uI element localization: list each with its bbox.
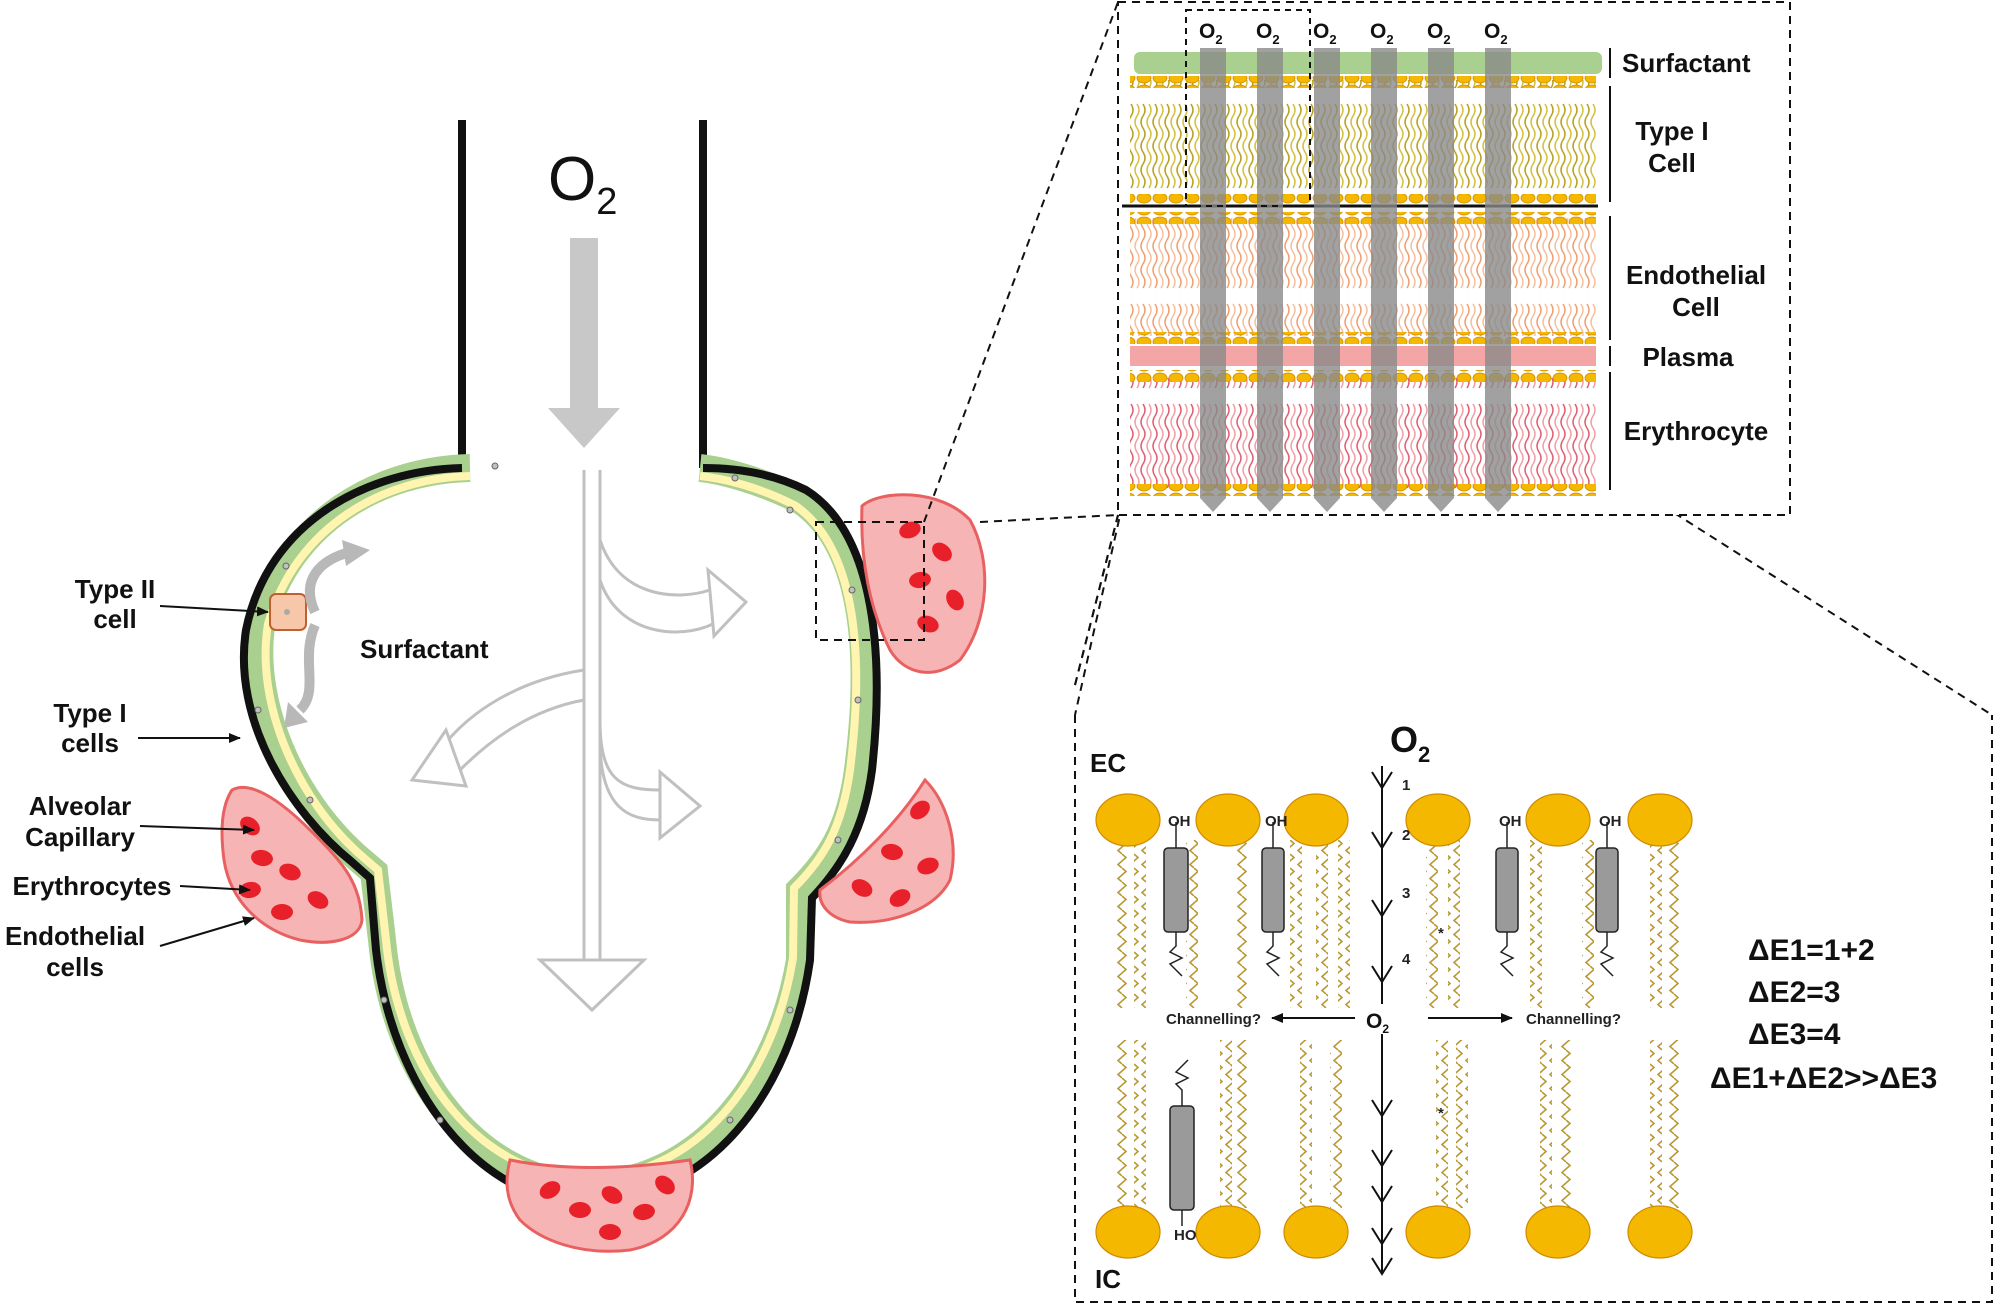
layer-label-plasma: Plasma bbox=[1642, 342, 1734, 372]
layer-endothelial-tails bbox=[1130, 218, 1596, 336]
diffusion-arrows bbox=[438, 470, 721, 960]
layer-erythrocyte-tails bbox=[1130, 378, 1596, 488]
o2-label-2: O2 bbox=[1256, 20, 1280, 47]
equation-1: ΔE1=1+2 bbox=[1748, 934, 1875, 967]
cell-nuclei bbox=[254, 462, 862, 1180]
channelling-label-right: Channelling? bbox=[1526, 1011, 1621, 1028]
label-type1-line1: Type I bbox=[53, 698, 126, 728]
pointer-erythrocytes bbox=[179, 884, 251, 895]
ec-label: EC bbox=[1090, 748, 1126, 778]
layer-label-type1-line2: Cell bbox=[1648, 148, 1696, 178]
label-endothelial-line2: cells bbox=[46, 952, 104, 982]
zoom-region-box bbox=[815, 521, 925, 641]
membrane-layers-panel: O2 O2 O2 O2 O2 O2 Surfactant Type I Cell… bbox=[1117, 1, 1791, 516]
layer-label-erythrocyte: Erythrocyte bbox=[1624, 416, 1769, 446]
label-capillary-line1: Alveolar bbox=[29, 791, 132, 821]
ic-label: IC bbox=[1095, 1264, 1121, 1294]
lipid-tails-lower bbox=[1116, 1040, 1680, 1208]
airway-o2-label: O2 bbox=[548, 145, 617, 223]
step-3: 3 bbox=[1402, 885, 1410, 902]
inner-zoom-box bbox=[1185, 9, 1311, 207]
type2-cell-nucleus bbox=[284, 609, 290, 615]
o2-path-chevrons bbox=[1371, 771, 1393, 1276]
label-capillary-line2: Capillary bbox=[25, 822, 135, 852]
detail-panel-frame bbox=[1074, 715, 1993, 1303]
svg-text:OH: OH bbox=[1265, 813, 1288, 830]
o2-label-1: O2 bbox=[1199, 20, 1223, 47]
capillary-bottom bbox=[505, 1158, 694, 1253]
step-2: 2 bbox=[1402, 827, 1410, 844]
capillary-left bbox=[220, 785, 364, 944]
layer-label-type1-line1: Type I bbox=[1635, 116, 1708, 146]
svg-text:HO: HO bbox=[1174, 1227, 1197, 1244]
o2-label-6: O2 bbox=[1484, 20, 1508, 47]
o2-label-5: O2 bbox=[1427, 20, 1451, 47]
equation-2: ΔE2=3 bbox=[1748, 976, 1840, 1009]
alveolus: O2 bbox=[5, 120, 987, 1253]
svg-text:OH: OH bbox=[1168, 813, 1191, 830]
equation-4: ΔE1+ΔE2>>ΔE3 bbox=[1710, 1062, 1937, 1095]
pointer-capillary bbox=[139, 824, 255, 835]
left-arrow-head bbox=[409, 726, 469, 788]
label-erythrocytes: Erythrocytes bbox=[13, 871, 172, 901]
step-1: 1 bbox=[1402, 777, 1410, 794]
label-type2-line2: cell bbox=[93, 604, 136, 634]
down-arrow-head bbox=[536, 958, 648, 1013]
lipid-heads-top bbox=[1095, 793, 1693, 847]
layer-type1-tails bbox=[1130, 80, 1596, 200]
label-type1-line2: cells bbox=[61, 728, 119, 758]
swirl-arrowhead-down bbox=[284, 702, 308, 728]
label-endothelial-line1: Endothelial bbox=[5, 921, 145, 951]
o2-arrow-shaft bbox=[570, 238, 598, 408]
membrane-detail-panel: EC IC bbox=[1074, 715, 1993, 1303]
channelling-label-left: Channelling? bbox=[1166, 1011, 1261, 1028]
step-4: 4 bbox=[1402, 951, 1411, 968]
surfactant-swirl-arrows bbox=[296, 547, 352, 714]
svg-text:OH: OH bbox=[1499, 813, 1522, 830]
layer-label-surfactant: Surfactant bbox=[1622, 48, 1751, 78]
o2-diffusion-channels bbox=[1200, 48, 1511, 512]
label-surfactant: Surfactant bbox=[360, 634, 489, 664]
cholesterol-molecules: OH OH OH OH bbox=[1163, 813, 1622, 1244]
o2-arrow-head bbox=[548, 408, 620, 448]
pointer-type2 bbox=[159, 605, 269, 617]
layer-label-endo-line1: Endothelial bbox=[1626, 260, 1766, 290]
right-arrow-head-upper bbox=[706, 566, 749, 640]
detail-o2-middle: O2 bbox=[1366, 1010, 1389, 1036]
detail-o2-top: O2 bbox=[1390, 719, 1430, 767]
capillary-lower-right bbox=[818, 777, 955, 924]
layer-plasma-bar bbox=[1130, 346, 1596, 366]
o2-label-3: O2 bbox=[1313, 20, 1337, 47]
lipid-heads-bottom bbox=[1095, 1205, 1693, 1259]
label-type2-line1: Type II bbox=[75, 574, 155, 604]
lipid-tails-upper bbox=[1116, 840, 1680, 1008]
equation-3: ΔE3=4 bbox=[1748, 1018, 1841, 1051]
asterisk-lower: * bbox=[1438, 1105, 1444, 1122]
swirl-arrowhead-up bbox=[342, 540, 370, 566]
pointer-endothelial bbox=[159, 916, 255, 947]
layer-label-endo-line2: Cell bbox=[1672, 292, 1720, 322]
asterisk-upper: * bbox=[1438, 925, 1444, 942]
right-arrow-head-lower bbox=[658, 768, 703, 842]
o2-label-4: O2 bbox=[1370, 20, 1394, 47]
svg-text:OH: OH bbox=[1599, 813, 1622, 830]
